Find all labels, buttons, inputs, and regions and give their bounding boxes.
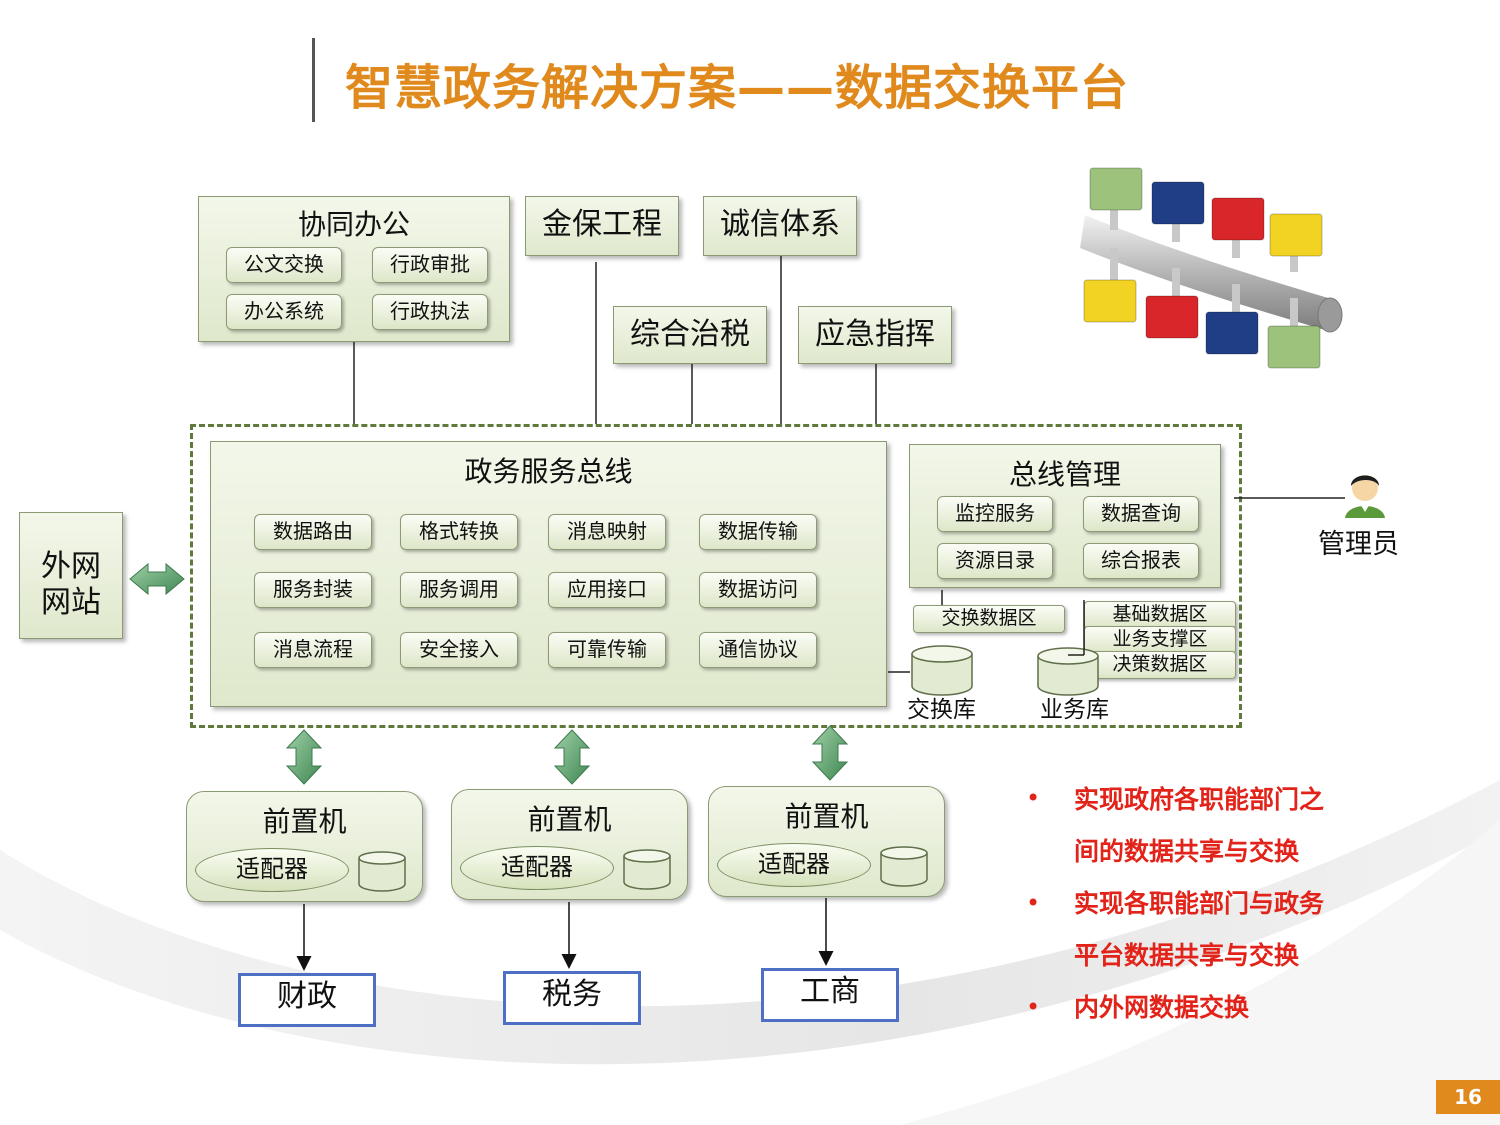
bus-item: 服务封装 [254, 572, 372, 608]
system-tax: 综合治税 [613, 306, 767, 364]
database-icon [880, 846, 928, 887]
bullet-1-line1: 实现政府各职能部门之 [1074, 785, 1325, 814]
office-item: 行政执法 [372, 294, 488, 330]
admin-person-icon [1345, 475, 1385, 518]
database-icon [1037, 647, 1099, 696]
double-arrow-icon [129, 562, 185, 596]
target-taxation: 税务 [503, 971, 641, 1025]
extranet-site-box: 外网 网站 [19, 512, 123, 639]
bullet-2-line1: 实现各职能部门与政务 [1074, 889, 1325, 918]
office-collab-box: 协同办公 公文交换 行政审批 办公系统 行政执法 [198, 196, 510, 342]
bullet-1-line2: 间的数据共享与交换 [1074, 837, 1300, 866]
service-bus-title: 政务服务总线 [464, 455, 633, 488]
page-title: 智慧政务解决方案——数据交换平台 [345, 60, 1130, 116]
mgmt-item: 综合报表 [1083, 543, 1199, 579]
extranet-line2: 网站 [41, 585, 101, 620]
page-number: 16 [1436, 1080, 1500, 1114]
system-emergency: 应急指挥 [798, 306, 952, 364]
mgmt-item: 监控服务 [937, 496, 1053, 532]
bullet-dot: • [1026, 889, 1041, 917]
database-icon [358, 851, 406, 892]
bus-item: 数据路由 [254, 514, 372, 550]
bus-item: 消息流程 [254, 632, 372, 668]
bullet-2-line2: 平台数据共享与交换 [1074, 941, 1300, 970]
adapter-3: 适配器 [717, 843, 871, 887]
bus-item: 可靠传输 [548, 632, 666, 668]
front-machine-2: 前置机 适配器 [451, 789, 688, 900]
exchange-db-label: 交换库 [907, 697, 976, 723]
front-machine-3: 前置机 适配器 [708, 786, 945, 897]
platform-boundary [190, 424, 1242, 728]
extranet-line1: 外网 [41, 549, 101, 584]
bus-item: 消息映射 [548, 514, 666, 550]
mgmt-item: 数据查询 [1083, 496, 1199, 532]
target-finance: 财政 [238, 973, 376, 1027]
adapter-2: 适配器 [460, 846, 614, 890]
system-jinbao: 金保工程 [525, 196, 679, 256]
adapter-1: 适配器 [195, 848, 349, 892]
front-machine-title: 前置机 [784, 800, 869, 833]
lego-pipe-illustration [1080, 167, 1343, 369]
bus-item: 服务调用 [400, 572, 518, 608]
exchange-data-area: 交换数据区 [913, 605, 1065, 633]
bus-item: 应用接口 [548, 572, 666, 608]
bus-item: 安全接入 [400, 632, 518, 668]
business-area: 业务支撑区 [1084, 626, 1236, 654]
database-icon [911, 645, 973, 696]
title-accent-bar [312, 38, 315, 122]
front-machine-title: 前置机 [527, 803, 612, 836]
admin-label: 管理员 [1318, 529, 1399, 560]
front-machine-title: 前置机 [262, 805, 347, 838]
bus-management-title: 总线管理 [1008, 458, 1121, 491]
office-item: 行政审批 [372, 247, 488, 283]
business-area: 基础数据区 [1084, 601, 1236, 629]
service-bus-box: 政务服务总线 数据路由 格式转换 消息映射 数据传输 服务封装 服务调用 应用接… [210, 441, 887, 707]
database-icon [623, 849, 671, 890]
bus-item: 数据传输 [699, 514, 817, 550]
business-area: 决策数据区 [1084, 651, 1236, 679]
front-machine-1: 前置机 适配器 [186, 791, 423, 902]
bullet-dot: • [1026, 993, 1041, 1021]
bus-item: 通信协议 [699, 632, 817, 668]
bullet-dot: • [1026, 784, 1041, 812]
bullet-3-line1: 内外网数据交换 [1074, 993, 1250, 1022]
business-db-label: 业务库 [1040, 697, 1109, 723]
office-item: 办公系统 [226, 294, 342, 330]
office-collab-title: 协同办公 [297, 208, 410, 241]
office-item: 公文交换 [226, 247, 342, 283]
bus-item: 数据访问 [699, 572, 817, 608]
target-commerce: 工商 [761, 968, 899, 1022]
system-credit: 诚信体系 [703, 196, 857, 256]
mgmt-item: 资源目录 [937, 543, 1053, 579]
bus-management-box: 总线管理 监控服务 数据查询 资源目录 综合报表 [909, 444, 1221, 588]
bus-item: 格式转换 [400, 514, 518, 550]
